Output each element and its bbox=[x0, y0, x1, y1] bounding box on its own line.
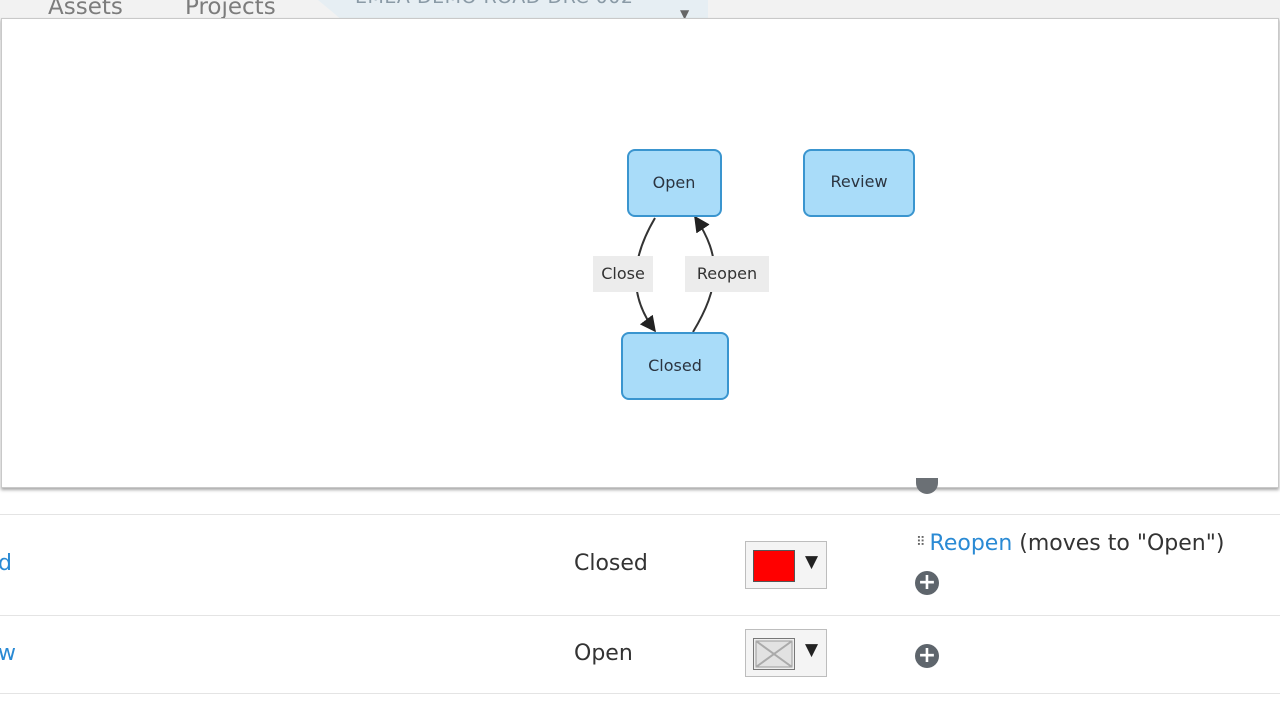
chevron-down-icon[interactable]: ▼ bbox=[680, 7, 690, 21]
nav-tab-assets[interactable]: Assets bbox=[48, 0, 123, 20]
no-color-icon bbox=[755, 640, 793, 668]
color-picker[interactable]: ▼ bbox=[745, 541, 827, 589]
node-closed[interactable] bbox=[621, 332, 729, 400]
drag-handle-icon[interactable]: ⠿ bbox=[916, 535, 926, 550]
nav-tab-projects[interactable]: Projects bbox=[185, 0, 276, 20]
project-name: EMEA DEMO ROAD DRC 002 bbox=[355, 0, 633, 8]
workflow-diagram: Close Reopen Open Review Closed bbox=[593, 149, 915, 400]
color-swatch bbox=[753, 550, 795, 582]
node-open[interactable] bbox=[627, 149, 722, 217]
chevron-down-icon: ▼ bbox=[805, 552, 819, 572]
add-transition-button[interactable]: + bbox=[915, 644, 939, 668]
edge-label-close: Close bbox=[601, 264, 645, 283]
add-button-partial[interactable] bbox=[916, 478, 938, 494]
state-name-link[interactable]: d bbox=[0, 551, 12, 576]
node-review-label: Review bbox=[830, 172, 887, 191]
workflow-diagram-panel: Close Reopen Open Review Closed bbox=[1, 18, 1279, 488]
edge-label-bg-close bbox=[593, 256, 653, 292]
state-type: Closed bbox=[574, 551, 648, 576]
chevron-down-icon: ▼ bbox=[805, 640, 819, 660]
edge-label-bg-reopen bbox=[685, 256, 769, 292]
transition-detail: (moves to "Open") bbox=[1019, 531, 1225, 556]
transition-link[interactable]: Reopen bbox=[929, 531, 1013, 556]
color-picker[interactable]: ▼ bbox=[745, 629, 827, 677]
no-color-swatch bbox=[753, 638, 795, 670]
add-transition-button[interactable]: + bbox=[915, 571, 939, 595]
state-row: d Closed ▼ ⠿Reopen (moves to "Open") + bbox=[0, 514, 1280, 616]
node-closed-label: Closed bbox=[648, 356, 702, 375]
edge-label-reopen: Reopen bbox=[697, 264, 757, 283]
state-type: Open bbox=[574, 641, 633, 666]
state-row: w Open ▼ + bbox=[0, 615, 1280, 694]
state-name-link[interactable]: w bbox=[0, 641, 16, 666]
transition-item: ⠿Reopen (moves to "Open") bbox=[916, 531, 1224, 556]
node-open-label: Open bbox=[653, 173, 696, 192]
node-review[interactable] bbox=[803, 149, 915, 217]
